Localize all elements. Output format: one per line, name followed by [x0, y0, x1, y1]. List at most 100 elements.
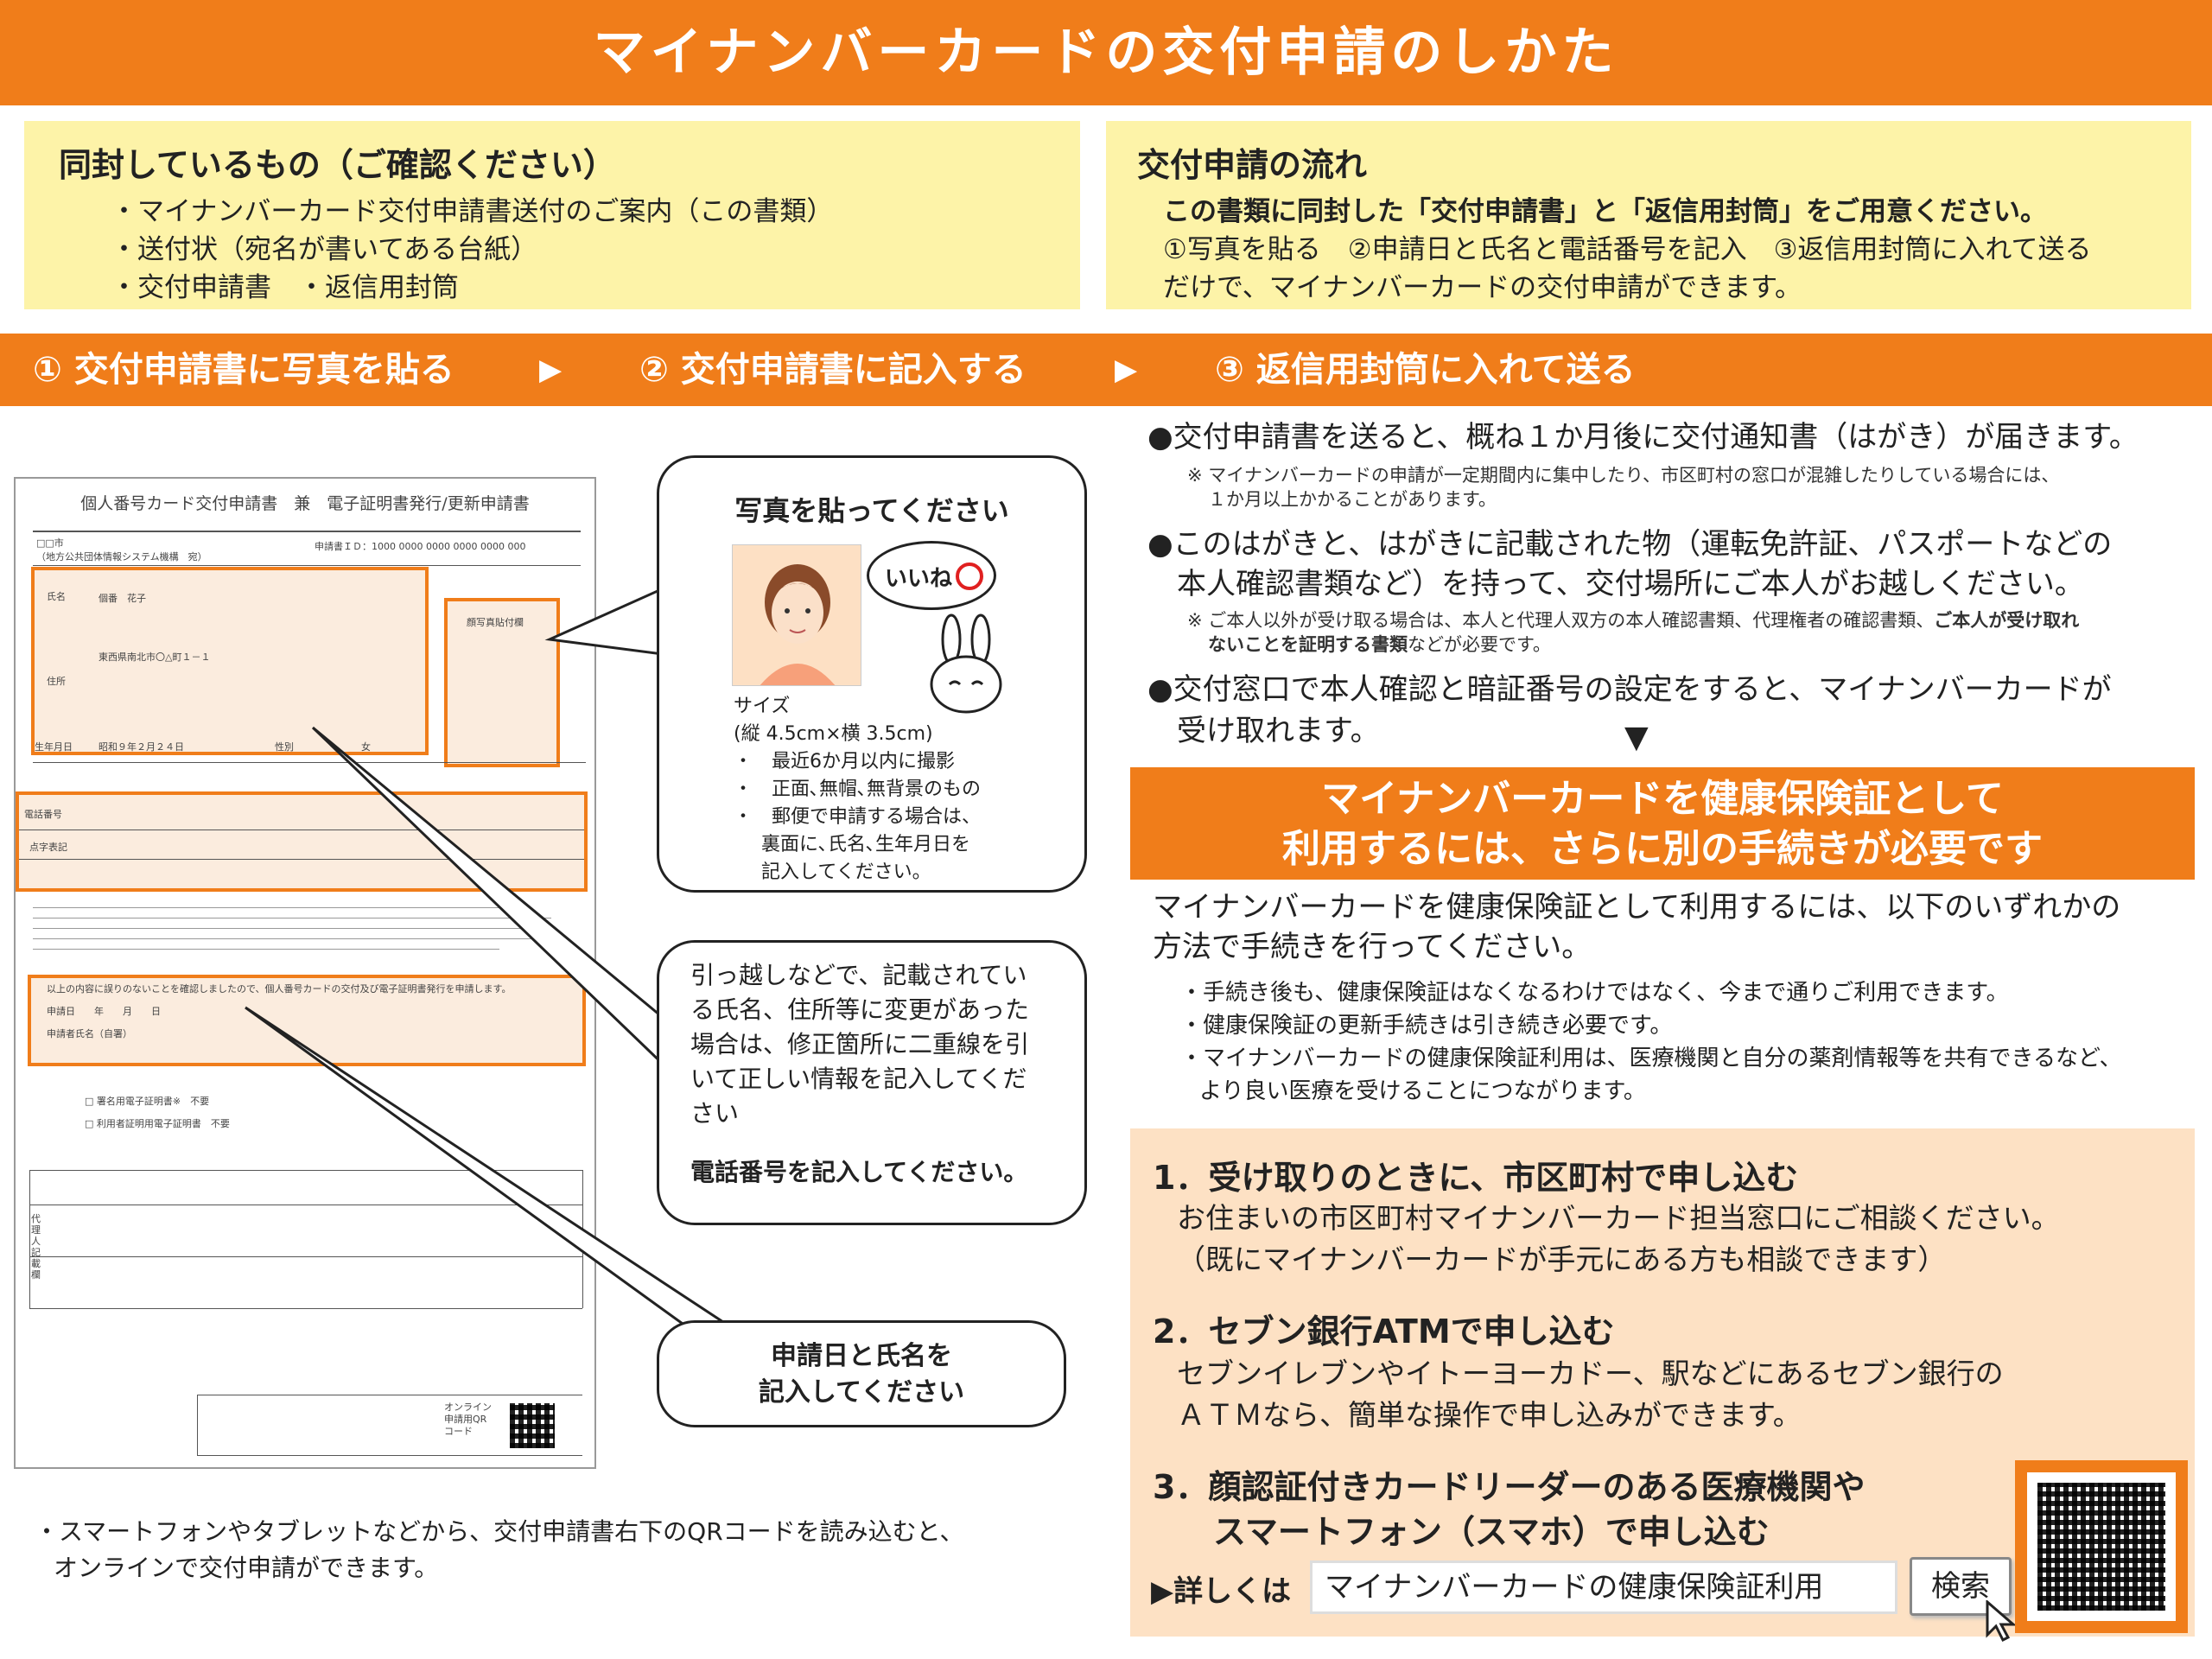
- photo-callout: 写真を貼ってください いいね サイズ (縦 4.5cm×横 3.5cm) ・ 最…: [657, 455, 1087, 893]
- step-arrow: ▶: [1115, 353, 1138, 387]
- application-flow-box: 交付申請の流れ この書類に同封した「交付申請書」と「返信用封筒」をご用意ください…: [1106, 121, 2191, 309]
- flow-steps-line: ①写真を貼る ②申請日と氏名と電話番号を記入 ③返信用封筒に入れて送る: [1163, 234, 2092, 265]
- qr-note-line: ・スマートフォンやタブレットなどから、交付申請書右下のQRコードを読み込むと、: [35, 1517, 964, 1546]
- notice-p2: ●このはがきと、はがきに記載された物（運転免許証、パスポートなどの: [1147, 527, 2113, 562]
- method-2-heading: 2．セブン銀行ATMで申し込む: [1153, 1313, 1615, 1351]
- form-agent-label: 代理人記載欄: [31, 1213, 41, 1281]
- note-bold: ご本人が受け取れ: [1934, 610, 2080, 631]
- moving-text: 場合は、修正箇所に二重線を引: [690, 1030, 1030, 1058]
- notice-p1-note: １か月以上かかることがあります。: [1208, 489, 1497, 510]
- name-address-frame: [31, 567, 429, 755]
- search-button[interactable]: 検索: [1910, 1557, 2012, 1616]
- speech-bubble: いいね: [867, 541, 996, 610]
- form-qr-label: オンライン申請用QRコード: [444, 1402, 492, 1437]
- enclosed-item: ・送付状（宛名が書いてある台紙）: [111, 234, 538, 265]
- form-address-value: 東西県南北市〇△町１－１: [99, 652, 211, 663]
- flow-summary-line: だけで、マイナンバーカードの交付申請ができます。: [1163, 272, 1802, 303]
- form-phone-label: 電話番号: [24, 809, 62, 820]
- moving-text: る氏名、住所等に変更があった: [690, 995, 1030, 1024]
- form-birth-label: 生年月日: [35, 741, 73, 753]
- date-callout-line: 申請日と氏名を: [771, 1341, 952, 1371]
- photo-size-label: サイズ: [734, 696, 791, 717]
- method-1-heading: 1．受け取りのときに、市区町村で申し込む: [1153, 1159, 1799, 1197]
- notice-p2-note: ないことを証明する書類などが必要です。: [1208, 631, 1551, 658]
- qr-online-note: ・スマートフォンやタブレットなどから、交付申請書右下のQRコードを読み込むと、 …: [35, 1514, 1054, 1586]
- phone-instruction: 電話番号を記入してください。: [690, 1158, 1028, 1186]
- date-name-callout: 申請日と氏名を 記入してください: [657, 1320, 1066, 1427]
- form-apply-statement: 以上の内容に誤りのないことを確認しましたので、個人番号カードの交付及び電子証明書…: [47, 983, 512, 995]
- moving-callout: 引っ越しなどで、記載されてい る氏名、住所等に変更があった 場合は、修正箇所に二…: [657, 940, 1087, 1225]
- enclosed-item: ・マイナンバーカード交付申請書送付のご案内（この書類）: [111, 196, 834, 227]
- method-3-heading: スマートフォン（スマホ）で申し込む: [1213, 1513, 1770, 1551]
- insurance-bullet: ・健康保険証の更新手続きは引き続き必要です。: [1180, 1013, 1673, 1039]
- insurance-bullet: より良い医療を受けることにつながります。: [1199, 1078, 1646, 1104]
- notice-p1-note: ※ マイナンバーカードの申請が一定期間内に集中したり、市区町村の窓口が混雑したり…: [1187, 465, 2060, 486]
- form-recipient: □□市: [36, 537, 64, 549]
- photo-bullet: ・ 郵便で申請する場合は、: [734, 806, 982, 828]
- method-1-text: お住まいの市区町村マイナンバーカード担当窓口にご相談ください。: [1177, 1201, 2060, 1235]
- note-text: などが必要です。: [1408, 634, 1551, 655]
- moving-text: 引っ越しなどで、記載されてい: [690, 961, 1027, 989]
- step-1-label: ① 交付申請書に写真を貼る: [33, 350, 454, 390]
- form-cert-1: □ 署名用電子証明書※ 不要: [85, 1096, 210, 1107]
- step-3-label: ③ 返信用封筒に入れて送る: [1215, 350, 1636, 390]
- method-2-text: ＡＴＭなら、簡単な操作で申し込みができます。: [1177, 1398, 1802, 1432]
- speech-text: いいね: [885, 566, 953, 592]
- form-photo-label: 顔写真貼付欄: [467, 617, 524, 628]
- form-title: 個人番号カード交付申請書 兼 電子証明書発行/更新申請書: [80, 494, 530, 513]
- form-address-label: 住所: [47, 676, 66, 687]
- insurance-banner: マイナンバーカードを健康保険証として 利用するには、さらに別の手続きが必要です: [1130, 767, 2195, 880]
- flow-bold-line: この書類に同封した「交付申請書」と「返信用封筒」をご用意ください。: [1163, 196, 2047, 227]
- banner-line: マイナンバーカードを健康保険証として: [1321, 777, 2004, 821]
- qr-code-frame: [2015, 1460, 2188, 1633]
- form-applicant-name: 申請者氏名（自署）: [47, 1028, 132, 1039]
- insurance-intro: 方法で手続きを行ってください。: [1153, 930, 1592, 964]
- notice-p1: ●交付申請書を送ると、概ね１か月後に交付通知書（はがき）が届きます。: [1147, 420, 2139, 454]
- enclosed-items-box: 同封しているもの（ご確認ください） ・マイナンバーカード交付申請書送付のご案内（…: [24, 121, 1080, 309]
- date-callout-line: 記入してください: [758, 1377, 965, 1408]
- banner-line: 利用するには、さらに別の手続きが必要です: [1282, 827, 2043, 871]
- photo-bullet-cont: 記入してください。: [761, 861, 931, 883]
- steps-bar: ① 交付申請書に写真を貼る ▶ ② 交付申請書に記入する ▶ ③ 返信用封筒に入…: [0, 334, 2212, 406]
- step-2-label: ② 交付申請書に記入する: [639, 350, 1027, 390]
- enclosed-heading: 同封しているもの（ご確認ください）: [59, 146, 616, 184]
- photo-frame: [444, 598, 560, 767]
- form-sex-label: 性別: [275, 741, 294, 753]
- notice-p2-note: ※ ご本人以外が受け取る場合は、本人と代理人双方の本人確認書類、代理権者の確認書…: [1187, 607, 2079, 634]
- form-braille-label: 点字表記: [29, 842, 67, 853]
- photo-bullet: ・ 正面､無帽､無背景のもの: [734, 779, 982, 800]
- form-cert-2: □ 利用者証明用電子証明書 不要: [85, 1118, 230, 1129]
- photo-bullet-cont: 裏面に､氏名､生年月日を: [761, 834, 971, 855]
- rabbit-mascot-icon: [918, 613, 1014, 717]
- ok-circle-icon: [956, 563, 983, 590]
- page-title: マイナンバーカードの交付申請のしかた: [0, 0, 2212, 105]
- notice-p3: 受け取れます。: [1177, 714, 1380, 748]
- photo-bullet: ・ 最近6か月以内に撮影: [734, 751, 955, 772]
- step-arrow: ▶: [539, 353, 563, 387]
- note-bold: ないことを証明する書類: [1208, 634, 1408, 655]
- photo-size-value: (縦 4.5cm×横 3.5cm): [734, 723, 933, 745]
- search-input[interactable]: マイナンバーカードの健康保険証利用: [1310, 1560, 1897, 1614]
- method-1-text: （既にマイナンバーカードが手元にある方も相談できます）: [1177, 1243, 1947, 1276]
- method-2-text: セブンイレブンやイトーヨーカドー、駅などにあるセブン銀行の: [1177, 1357, 2004, 1390]
- qr-code: [2037, 1483, 2165, 1611]
- details-label: ▶詳しくは: [1151, 1574, 1292, 1609]
- moving-text: いて正しい情報を記入してくだ: [690, 1065, 1027, 1093]
- form-sex-value: 女: [361, 741, 371, 753]
- insurance-bullet: ・手続き後も、健康保険証はなくなるわけではなく、今まで通りご利用できます。: [1180, 980, 2009, 1006]
- insurance-bullet: ・マイナンバーカードの健康保険証利用は、医療機関と自分の薬剤情報等を共有できるな…: [1180, 1046, 2122, 1071]
- insurance-intro: マイナンバーカードを健康保険証として利用するには、以下のいずれかの: [1153, 890, 2121, 925]
- flow-heading: 交付申請の流れ: [1137, 146, 1368, 184]
- form-apply-date: 申請日 年 月 日: [47, 1006, 161, 1017]
- form-id: 申請書ＩＤ：1000 0000 0000 0000 0000 000: [315, 541, 526, 552]
- form-birth-value: 昭和９年２月２４日: [99, 741, 184, 753]
- moving-callout-pointer: [311, 726, 672, 1075]
- note-text: ※ ご本人以外が受け取る場合は、本人と代理人双方の本人確認書類、代理権者の確認書…: [1187, 610, 1935, 631]
- method-3-heading: 3．顔認証付きカードリーダーのある医療機関や: [1153, 1468, 1866, 1506]
- form-name-label: 氏名: [47, 591, 66, 602]
- enclosed-item: ・交付申請書 ・返信用封筒: [111, 272, 459, 303]
- down-arrow-icon: ▼: [1624, 720, 1649, 755]
- form-name-value: 個番 花子: [99, 593, 146, 604]
- moving-text: さい: [690, 1099, 740, 1128]
- qr-note-line: オンラインで交付申請ができます。: [54, 1554, 439, 1582]
